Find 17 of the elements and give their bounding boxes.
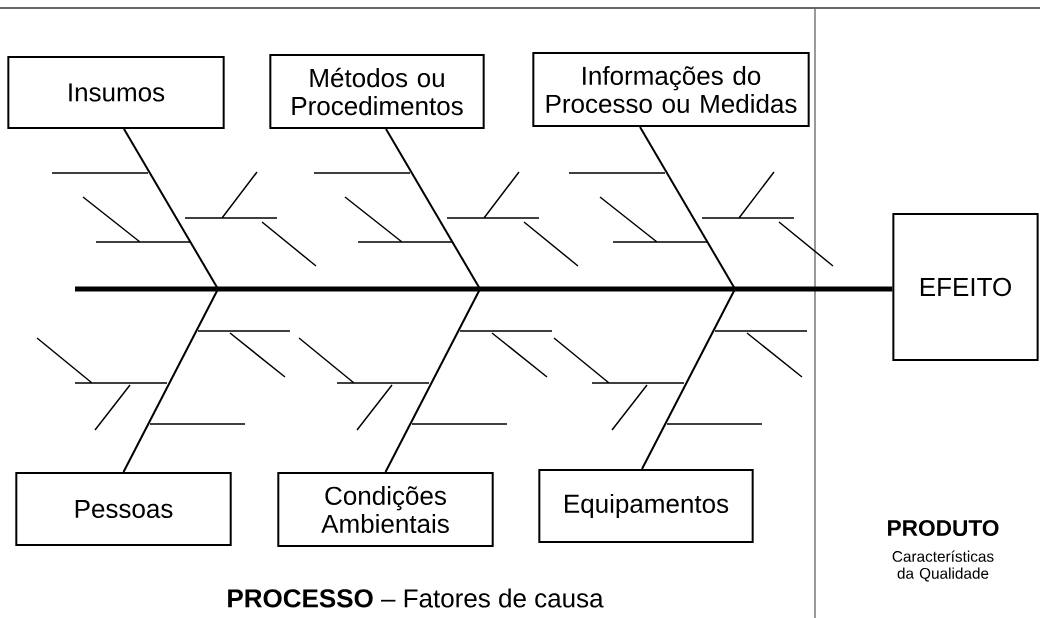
cause-box: Métodos ou Procedimentos bbox=[269, 53, 485, 130]
bone-line bbox=[385, 128, 481, 290]
caption-text: PROCESSO – Fatores de causa bbox=[228, 588, 604, 608]
bone-line bbox=[384, 288, 481, 473]
cause-box: Pessoas bbox=[15, 472, 232, 546]
cause-box: Condições Ambientais bbox=[277, 471, 494, 548]
subheading-text: Características da Qualidade bbox=[892, 550, 994, 582]
effect-box: EFEITO bbox=[892, 213, 1039, 361]
bone-line bbox=[639, 126, 736, 290]
cause-box: Equipamentos bbox=[538, 469, 754, 543]
bone-line bbox=[122, 288, 219, 473]
heading-text: PRODUTO bbox=[888, 519, 999, 537]
cause-box: Insumos bbox=[7, 56, 225, 129]
spine-line bbox=[75, 286, 893, 292]
cause-box: Informações do Processo ou Medidas bbox=[532, 51, 810, 128]
bone-line bbox=[641, 288, 736, 470]
bone-line bbox=[123, 127, 219, 290]
